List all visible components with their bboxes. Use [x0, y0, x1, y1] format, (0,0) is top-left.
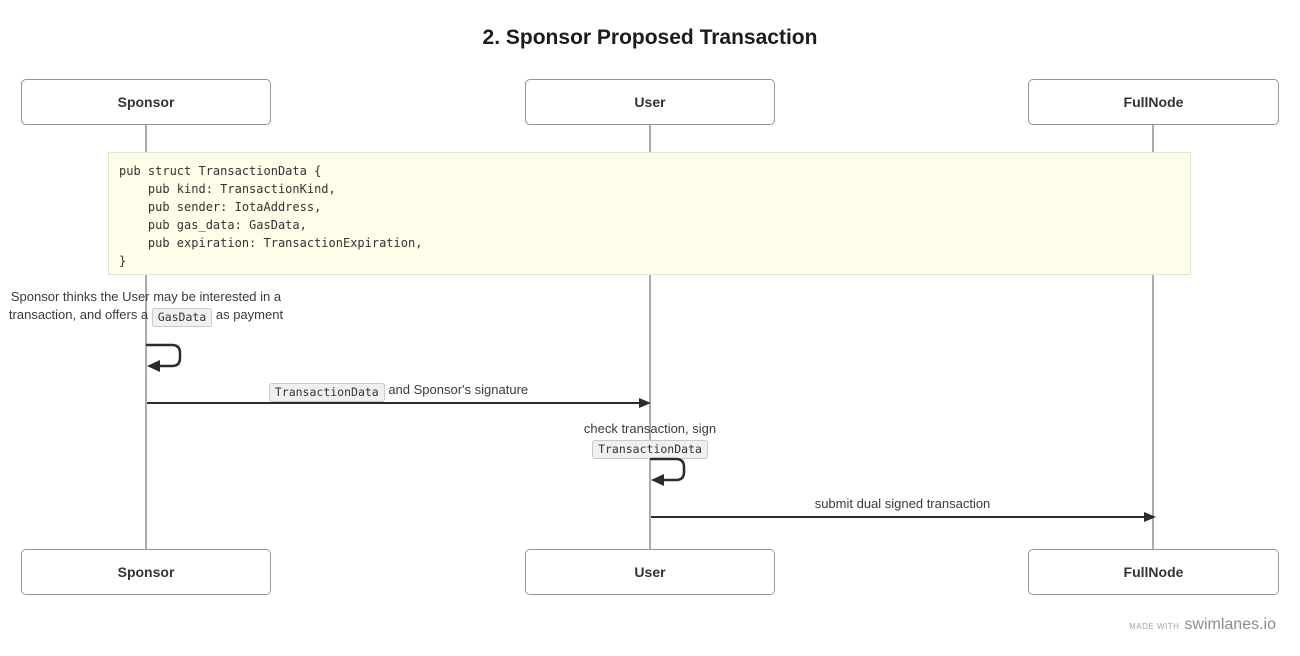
actor-user-top: User	[525, 79, 775, 125]
diagram-title: 2. Sponsor Proposed Transaction	[482, 26, 818, 49]
message-text: Sponsor thinks the User may be intereste…	[8, 289, 282, 322]
actor-label: Sponsor	[117, 564, 175, 580]
actor-label: User	[634, 564, 666, 580]
actor-label: User	[634, 94, 666, 110]
actor-user-bottom: User	[525, 549, 775, 595]
actor-label: FullNode	[1123, 564, 1184, 580]
arrow-sponsor-to-user	[147, 398, 651, 408]
lifeline-fullnode	[1152, 125, 1154, 549]
arrowhead-right	[1144, 512, 1156, 522]
actor-sponsor-bottom: Sponsor	[21, 549, 271, 595]
lifeline-sponsor	[145, 125, 147, 549]
actor-fullnode-bottom: FullNode	[1028, 549, 1279, 595]
lifeline-user	[649, 125, 651, 549]
message-sponsor-self-label: Sponsor thinks the User may be intereste…	[8, 288, 284, 327]
code-note: pub struct TransactionData { pub kind: T…	[108, 152, 1191, 275]
actor-label: Sponsor	[117, 94, 175, 110]
message-user-self-label: check transaction, sign TransactionData	[520, 420, 780, 459]
actor-label: FullNode	[1123, 94, 1184, 110]
message-text: as payment	[212, 307, 284, 322]
arrowhead-right	[639, 398, 651, 408]
inline-code-chip: GasData	[151, 308, 213, 327]
swimlanes-brand-link[interactable]: swimlanes.io	[1184, 616, 1276, 633]
message-user-to-fullnode-label: submit dual signed transaction	[651, 495, 1154, 513]
self-loop-arrow-sponsor	[146, 343, 182, 372]
message-text: submit dual signed transaction	[814, 496, 991, 511]
inline-code-chip: TransactionData	[592, 440, 708, 459]
code-note-text: pub struct TransactionData { pub kind: T…	[119, 164, 423, 268]
actor-fullnode-top: FullNode	[1028, 79, 1279, 125]
made-with-label: MADE WITH	[1129, 622, 1180, 631]
self-loop-arrow-user	[650, 457, 686, 486]
message-text: check transaction, sign	[583, 421, 717, 436]
arrow-user-to-fullnode	[651, 512, 1156, 522]
message-text: and Sponsor's signature	[384, 382, 529, 397]
inline-code-chip: TransactionData	[268, 383, 385, 402]
made-with-badge: MADE WITH swimlanes.io	[1129, 616, 1276, 634]
actor-sponsor-top: Sponsor	[21, 79, 271, 125]
message-sponsor-to-user-label: TransactionData and Sponsor's signature	[147, 381, 650, 402]
